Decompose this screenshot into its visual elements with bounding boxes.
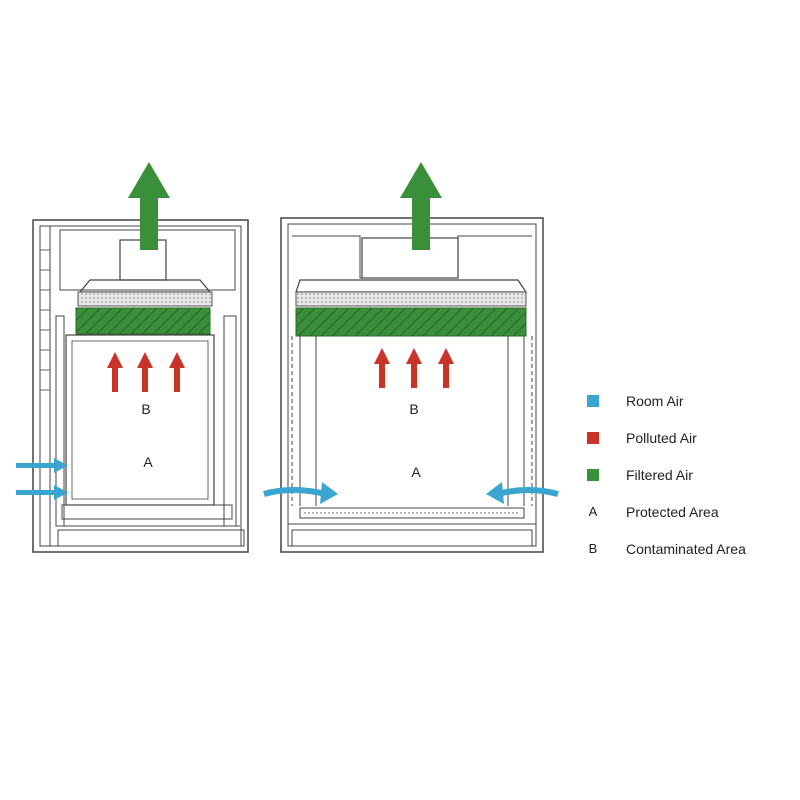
label-b-right: B bbox=[409, 401, 418, 417]
legend-item: B Contaminated Area bbox=[584, 530, 794, 567]
legend-label: Polluted Air bbox=[626, 429, 697, 446]
prefilter-right bbox=[295, 291, 527, 307]
legend-swatch bbox=[587, 431, 599, 444]
hepa-filter-right bbox=[295, 307, 527, 337]
label-a-left: A bbox=[143, 454, 153, 470]
legend-letter: B bbox=[588, 541, 598, 556]
legend-label: Filtered Air bbox=[626, 466, 693, 483]
legend-marker bbox=[584, 394, 602, 407]
legend-marker bbox=[584, 468, 602, 481]
label-b-left: B bbox=[141, 401, 150, 417]
hepa-filter-left bbox=[75, 307, 211, 335]
exhaust-arrow-right bbox=[400, 162, 442, 250]
label-a-right: A bbox=[411, 464, 421, 480]
legend-swatch bbox=[587, 468, 599, 481]
polluted-air-arrows-right bbox=[374, 348, 454, 388]
exhaust-arrow-left bbox=[128, 162, 170, 250]
legend-label: Contaminated Area bbox=[626, 540, 746, 557]
legend-marker bbox=[584, 431, 602, 444]
legend-item: A Protected Area bbox=[584, 493, 794, 530]
room-air-arrows-right bbox=[263, 482, 559, 504]
prefilter-left bbox=[77, 291, 213, 307]
legend-label: Protected Area bbox=[626, 503, 719, 520]
cabinet-left bbox=[32, 219, 249, 553]
room-air-arrows-left bbox=[16, 458, 68, 500]
polluted-air-arrows-left bbox=[107, 352, 185, 392]
legend-item: Polluted Air bbox=[584, 419, 794, 456]
legend-label: Room Air bbox=[626, 392, 684, 409]
legend-swatch bbox=[587, 394, 599, 407]
legend-letter: A bbox=[588, 504, 598, 519]
legend-item: Room Air bbox=[584, 382, 794, 419]
legend-item: Filtered Air bbox=[584, 456, 794, 493]
